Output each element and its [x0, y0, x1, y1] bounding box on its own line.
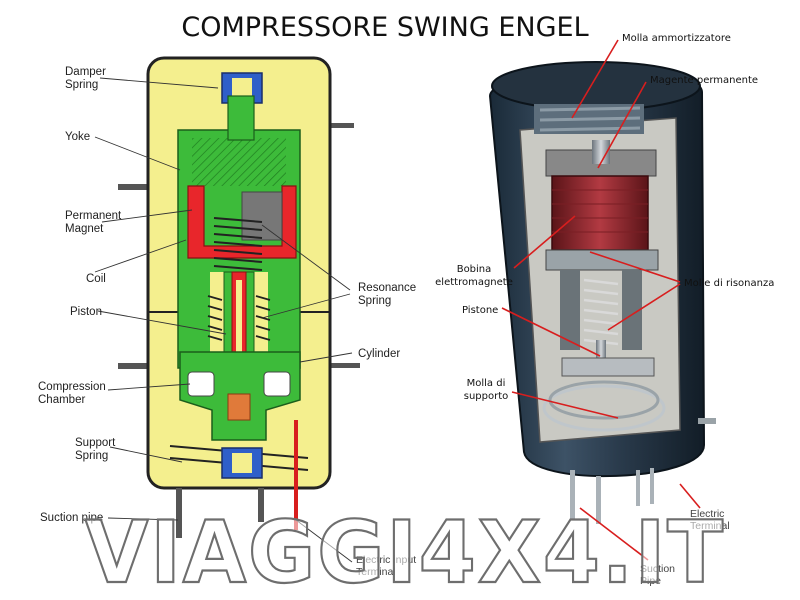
label-suction-pipe-right-1: Suction	[640, 563, 675, 575]
watermark: VIAGGI4X4.IT	[85, 503, 725, 600]
cutaway-photo	[488, 61, 716, 524]
label-cylinder: Cylinder	[358, 348, 400, 360]
label-bobina-1: Bobina	[457, 264, 492, 275]
upper-stem	[227, 95, 255, 141]
right-port	[324, 123, 354, 128]
label-suction-pipe-right-2: Pipe	[640, 575, 661, 587]
valve-block	[227, 393, 251, 421]
label-molla-supporto-1: Molla di	[467, 378, 506, 389]
magnet-core	[241, 191, 283, 241]
label-damper-spring-1: Damper	[65, 66, 106, 78]
label-molla-supporto-2: supporto	[464, 391, 509, 402]
label-electric-input-2: Terminal	[356, 566, 396, 578]
suction-pipe-photo	[570, 470, 575, 520]
support-spring-photo	[542, 384, 666, 432]
label-electric-terminal-2: Terminal	[690, 520, 730, 532]
coil-photo	[551, 175, 649, 251]
label-coil: Coil	[86, 273, 106, 285]
label-compression-chamber-1: Compression	[38, 381, 106, 393]
label-compression-chamber-2: Chamber	[38, 394, 85, 406]
right-leader-lines	[501, 39, 701, 561]
left-port	[118, 184, 152, 190]
right-port-lower	[324, 363, 360, 368]
left-port-lower	[118, 363, 152, 369]
piston-photo	[596, 340, 606, 362]
cross-section-diagram	[118, 56, 360, 538]
electric-wire	[294, 420, 298, 530]
compression-chamber-left	[187, 371, 215, 397]
label-support-spring-2: Spring	[75, 450, 108, 462]
label-permanent-magnet-2: Magnet	[65, 223, 104, 235]
label-yoke: Yoke	[65, 131, 90, 143]
label-molla-ammortizzatore: Molla ammortizzatore	[622, 33, 731, 44]
right-labels: Molla ammortizzatore Magente permanente …	[435, 33, 774, 587]
label-bobina-2: elettromagnete	[435, 277, 513, 288]
label-suction-pipe: Suction pipe	[40, 512, 103, 524]
label-molle-risonanza: Molle di risonanza	[684, 278, 774, 289]
label-electric-input-1: Electric input	[356, 554, 416, 566]
resonance-springs-photo	[583, 278, 619, 346]
left-labels: Damper Spring Yoke Permanent Magnet Coil…	[38, 66, 416, 578]
label-pistone: Pistone	[462, 305, 498, 316]
suction-pipe-shape	[176, 488, 182, 538]
label-support-spring-1: Support	[75, 437, 116, 449]
resonance-spring-upper	[213, 217, 263, 271]
label-resonance-spring-2: Spring	[358, 295, 391, 307]
label-piston: Piston	[70, 306, 102, 318]
compression-chamber-right	[263, 371, 291, 397]
page-title: COMPRESSORE SWING ENGEL	[181, 12, 588, 43]
shell-top	[491, 61, 701, 111]
left-leader-lines	[94, 77, 353, 563]
label-damper-spring-2: Spring	[65, 79, 98, 91]
label-magnete-permanente: Magente permanente	[650, 75, 758, 86]
electric-terminal-photo	[636, 470, 640, 506]
label-electric-terminal-1: Electric	[690, 508, 724, 520]
label-permanent-magnet-1: Permanent	[65, 210, 122, 222]
label-resonance-spring-1: Resonance	[358, 282, 416, 294]
